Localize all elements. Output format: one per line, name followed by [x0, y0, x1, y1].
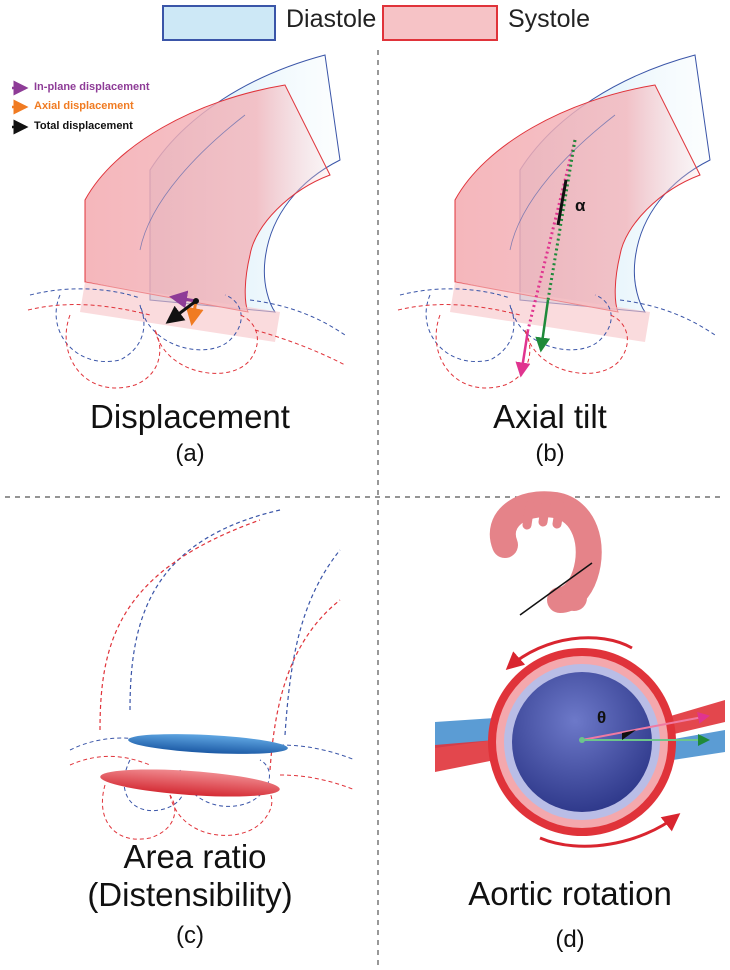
systole-axis-arrow [521, 330, 528, 375]
panel-b-letter: (b) [500, 440, 600, 468]
panel-d-title: Aortic rotation [440, 875, 700, 913]
diastole-cross-section [128, 731, 289, 757]
axial-legend-label: Axial displacement [34, 100, 134, 112]
total-legend-label: Total displacement [34, 120, 133, 132]
panel-b-title: Axial tilt [440, 398, 660, 436]
alpha-symbol: α [575, 196, 585, 216]
panel-c-title-line1: Area ratio [60, 838, 330, 876]
panel-c-aorta [70, 510, 355, 839]
panel-a-title: Displacement [60, 398, 320, 436]
panel-c-title-line2: (Distensibility) [40, 876, 340, 914]
panel-c-letter: (c) [140, 922, 240, 950]
theta-symbol: θ [597, 708, 606, 728]
panel-d-letter: (d) [520, 926, 620, 954]
panel-a-letter: (a) [140, 440, 240, 468]
panel-d-rotation [435, 502, 725, 846]
in-plane-legend-label: In-plane displacement [34, 81, 150, 93]
panel-b-aorta [398, 55, 715, 388]
